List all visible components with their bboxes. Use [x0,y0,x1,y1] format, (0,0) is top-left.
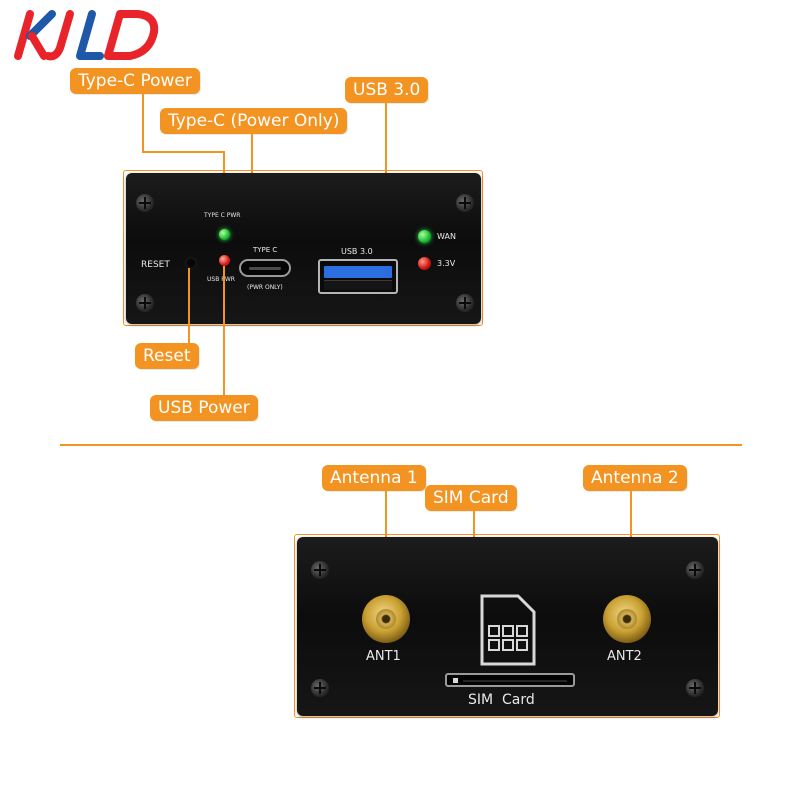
label-sim-card: SIM Card [468,692,535,708]
callout-antenna-2: Antenna 2 [583,465,687,491]
front-panel-frame [123,170,483,326]
callout-type-c-power: Type-C Power [70,68,200,94]
label-pwr-only: (PWR ONLY) [247,284,283,291]
callout-type-c-power-only: Type-C (Power Only) [160,108,348,134]
label-reset: RESET [141,260,170,270]
callout-usb-3: USB 3.0 [345,77,429,103]
brand-logo [14,10,159,61]
callout-antenna-1: Antenna 1 [322,465,426,491]
label-ant2: ANT2 [607,649,642,664]
callout-reset: Reset [135,343,199,369]
leader-type-c-power-v1 [142,94,144,152]
leader-reset [188,268,190,344]
label-usb-3: USB 3.0 [341,247,373,256]
usb-3-port[interactable] [318,259,398,294]
led-3v3 [418,257,431,270]
screw-icon [311,679,329,697]
antenna-2-connector[interactable] [603,595,651,643]
rear-panel-frame [294,534,720,718]
leader-usb-power [223,266,225,396]
sim-card-icon [480,594,536,666]
label-type-c: TYPE C [253,246,278,254]
type-c-port[interactable] [239,259,291,277]
led-type-c-power [219,229,230,240]
led-wan [418,230,431,243]
screw-icon [456,294,474,312]
label-wan: WAN [437,232,456,241]
label-ant1: ANT1 [366,649,401,664]
label-3v3: 3.3V [437,259,456,268]
screw-icon [311,561,329,579]
label-type-c-pwr: TYPE C PWR [204,212,241,219]
antenna-1-connector[interactable] [362,595,410,643]
reset-button[interactable] [185,257,197,269]
leader-type-c-power-h [142,151,225,153]
screw-icon [686,561,704,579]
callout-sim-card: SIM Card [425,485,517,511]
sim-card-slot[interactable] [445,673,575,687]
section-divider [60,444,742,446]
callout-usb-power: USB Power [150,395,258,421]
screw-icon [136,294,154,312]
screw-icon [456,194,474,212]
led-usb-power [219,255,230,266]
screw-icon [686,679,704,697]
label-usb-pwr: USB PWR [207,276,235,283]
screw-icon [136,194,154,212]
front-panel [126,173,481,324]
